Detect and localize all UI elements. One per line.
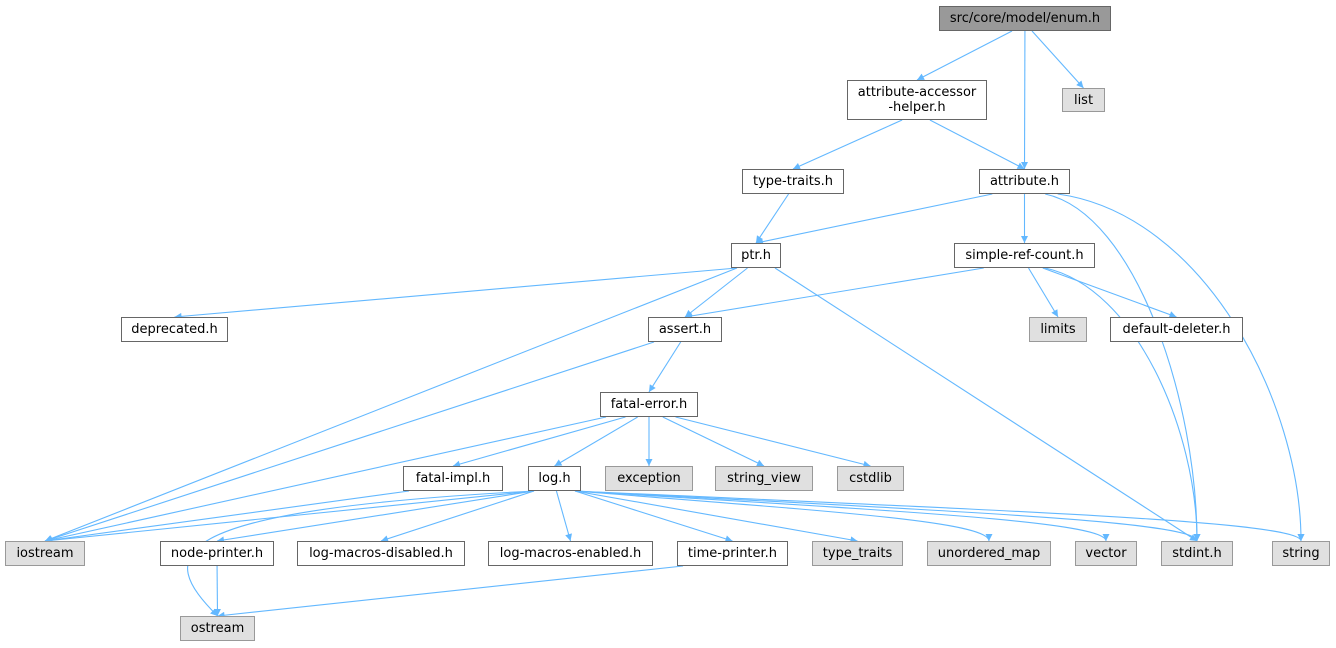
node-stdint-h[interactable]: stdint.h [1161, 541, 1233, 566]
edge-assert-to-iostream [44, 341, 655, 543]
edge-timeprinter-to-ostream [217, 565, 684, 619]
edge-aah-to-typetraits_h [792, 119, 903, 170]
edge-fatalerror-to-iostream [44, 416, 607, 543]
edge-log-to-string [574, 490, 1305, 542]
edge-log-to-vector [574, 490, 1110, 542]
node-label: log-macros-enabled.h [499, 546, 642, 561]
edge-fatalimpl-to-iostream [44, 490, 410, 544]
node-label: src/core/model/enum.h [949, 11, 1101, 26]
node-fatal-impl-h[interactable]: fatal-impl.h [403, 466, 503, 491]
node-label: node-printer.h [170, 546, 264, 561]
node-label-line-2: -helper.h [888, 100, 946, 115]
node-label: unordered_map [937, 546, 1041, 561]
node-label: default-deleter.h [1122, 322, 1231, 337]
node-label: exception [617, 471, 681, 486]
edge-enum-to-aah [916, 30, 1013, 81]
node-label: limits [1040, 322, 1076, 337]
node-string[interactable]: string [1272, 541, 1330, 566]
edge-srcount-to-limits [1028, 267, 1059, 318]
node-label: ostream [190, 621, 245, 636]
node-label: string_view [727, 471, 801, 486]
node-exception[interactable]: exception [605, 466, 693, 491]
node-deprecated-h[interactable]: deprecated.h [121, 317, 228, 342]
node-ptr-h[interactable]: ptr.h [731, 243, 781, 268]
node-enum-h[interactable]: src/core/model/enum.h [939, 6, 1111, 31]
edge-log-to-ostream [187, 490, 535, 617]
node-label: time-printer.h [687, 546, 778, 561]
edge-srcount-to-assert [684, 267, 984, 320]
node-unordered-map[interactable]: unordered_map [927, 541, 1051, 566]
node-log-macros-enabled-h[interactable]: log-macros-enabled.h [488, 541, 653, 566]
edge-log-to-lmdisabled [380, 490, 535, 543]
node-label: vector [1085, 546, 1127, 561]
edge-fatalerror-to-fatalimpl [452, 416, 626, 468]
edge-log-to-nodeprinter [216, 490, 535, 544]
node-attribute-h[interactable]: attribute.h [979, 169, 1070, 194]
edge-attribute-to-ptr [755, 193, 993, 246]
node-label: ptr.h [741, 248, 771, 263]
edge-log-to-stdint [574, 490, 1201, 542]
edge-fatalerror-to-cstdlib [675, 416, 871, 468]
node-label: assert.h [658, 322, 712, 337]
node-label: deprecated.h [131, 322, 218, 337]
node-label: list [1073, 92, 1094, 108]
node-default-deleter-h[interactable]: default-deleter.h [1110, 317, 1243, 342]
node-label: cstdlib [849, 471, 892, 486]
node-type-traits-h[interactable]: type-traits.h [742, 169, 844, 194]
node-label: attribute.h [989, 174, 1060, 189]
node-type-traits[interactable]: type_traits [812, 541, 903, 566]
node-iostream[interactable]: iostream [5, 541, 85, 566]
edge-srcount-to-stdint [1045, 267, 1201, 542]
edge-log-to-lmenabled [555, 490, 572, 542]
edge-ptr-to-stdint [774, 267, 1198, 542]
edge-assert-to-fatalerror [648, 341, 682, 393]
edge-ptr-to-assert [684, 267, 748, 318]
edge-fatalerror-to-log [554, 416, 638, 467]
edge-log-to-type_traits [574, 490, 858, 544]
node-assert-h[interactable]: assert.h [648, 317, 722, 342]
node-label: stdint.h [1172, 546, 1222, 561]
edge-typetraits_h-to-ptr [755, 193, 790, 244]
node-label: type-traits.h [753, 174, 833, 189]
node-label: iostream [16, 546, 74, 561]
node-label-line-1: attribute-accessor [857, 85, 977, 100]
node-label: log.h [538, 471, 571, 486]
node-attribute-accessor-helper-h[interactable]: attribute-accessor -helper.h [847, 80, 987, 120]
edge-ptr-to-deprecated [174, 267, 738, 320]
edge-fatalerror-to-string_view [662, 416, 765, 467]
node-label: type_traits [822, 546, 893, 561]
edge-enum-to-list [1031, 30, 1084, 89]
edge-log-to-unordered_map [574, 490, 993, 542]
node-simple-ref-count-h[interactable]: simple-ref-count.h [954, 243, 1095, 268]
node-vector[interactable]: vector [1075, 541, 1137, 566]
node-cstdlib[interactable]: cstdlib [837, 466, 904, 491]
edge-aah-to-attribute [929, 119, 1025, 170]
node-node-printer-h[interactable]: node-printer.h [160, 541, 274, 566]
edge-log-to-timeprinter [574, 490, 733, 543]
node-fatal-error-h[interactable]: fatal-error.h [600, 392, 698, 417]
node-list[interactable]: list [1062, 88, 1105, 112]
node-label: fatal-impl.h [415, 471, 491, 486]
node-log-macros-disabled-h[interactable]: log-macros-disabled.h [297, 541, 465, 566]
node-label: log-macros-disabled.h [309, 546, 453, 561]
node-time-printer-h[interactable]: time-printer.h [677, 541, 788, 566]
node-label: simple-ref-count.h [965, 248, 1084, 263]
edge-log-to-iostream [44, 490, 535, 544]
node-ostream[interactable]: ostream [180, 616, 255, 641]
edge-srcount-to-defdeleter [1042, 267, 1177, 318]
node-limits[interactable]: limits [1029, 317, 1087, 342]
node-label: string [1282, 546, 1320, 561]
node-label: fatal-error.h [610, 397, 688, 412]
node-string-view[interactable]: string_view [715, 466, 813, 491]
node-log-h[interactable]: log.h [528, 466, 581, 491]
edge-ptr-to-iostream [44, 267, 738, 542]
